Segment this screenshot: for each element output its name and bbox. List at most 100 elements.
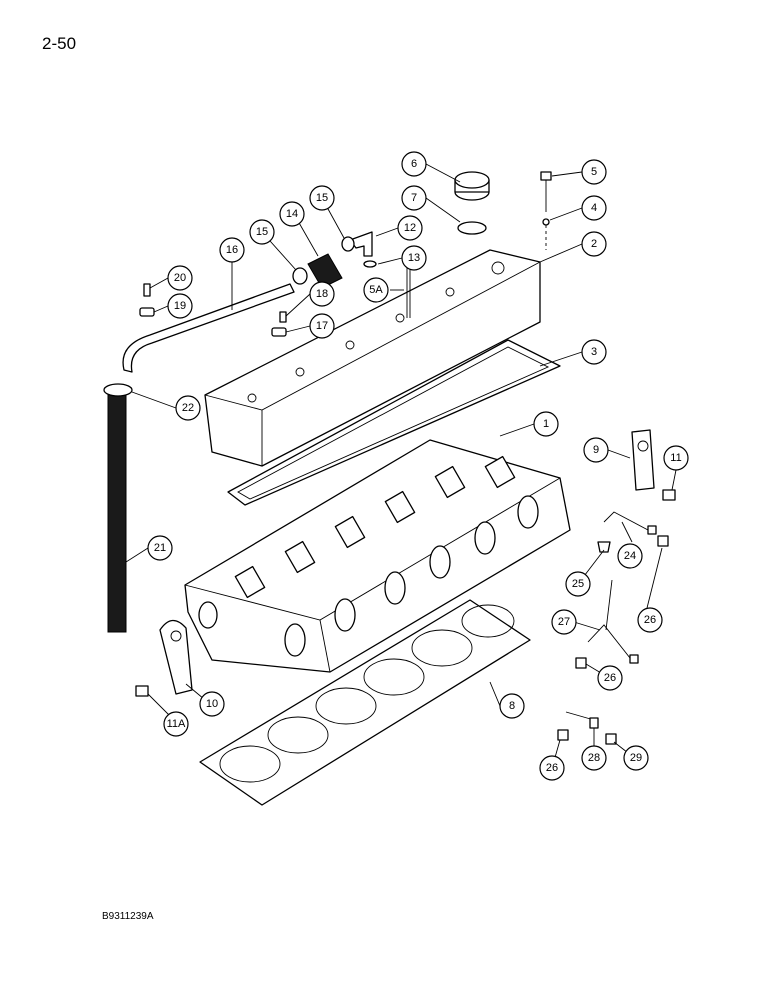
callout-25: 25 [565, 571, 591, 597]
callout-12: 12 [397, 215, 423, 241]
callout-7: 7 [401, 185, 427, 211]
svg-text:15: 15 [316, 192, 328, 204]
callout-26-middle: 26 [597, 665, 623, 691]
valve-cover-gasket [227, 339, 561, 506]
callout-4: 4 [581, 195, 607, 221]
breather-o-ring [363, 260, 377, 268]
callout-11a: 11A [163, 711, 189, 737]
cover-bolt [540, 171, 552, 212]
fitting-lower [557, 729, 569, 741]
svg-text:2: 2 [591, 238, 597, 250]
svg-text:26: 26 [546, 762, 558, 774]
callout-1: 1 [533, 411, 559, 437]
svg-text:5A: 5A [369, 284, 383, 296]
callout-2: 2 [581, 231, 607, 257]
svg-text:1: 1 [543, 418, 549, 430]
hose-clamp-lower [292, 267, 308, 285]
callout-17: 17 [309, 313, 335, 339]
cylinder-head [184, 439, 571, 673]
fuel-line-lower [565, 711, 599, 729]
bracket-clip [139, 307, 155, 317]
fuel-line-upper [603, 511, 657, 535]
svg-text:28: 28 [588, 752, 600, 764]
callout-14: 14 [279, 201, 305, 227]
svg-text:6: 6 [411, 158, 417, 170]
svg-text:11: 11 [670, 452, 681, 464]
callout-22: 22 [175, 395, 201, 421]
callout-9: 9 [583, 437, 609, 463]
valve-cover [204, 249, 541, 467]
svg-text:26: 26 [604, 672, 616, 684]
callout-26-upper: 26 [637, 607, 663, 633]
callout-10: 10 [199, 691, 225, 717]
gasket-bores [219, 604, 515, 783]
fuel-line-middle [587, 624, 639, 664]
callout-24: 24 [617, 543, 643, 569]
head-gasket [199, 599, 531, 806]
callout-11: 11 [663, 445, 689, 471]
callout-15-lower: 15 [249, 219, 275, 245]
svg-text:18: 18 [316, 288, 328, 300]
svg-text:12: 12 [404, 222, 416, 234]
callout-26-lower: 26 [539, 755, 565, 781]
svg-text:24: 24 [624, 550, 636, 562]
callout-28: 28 [581, 745, 607, 771]
filler-cap [454, 171, 490, 201]
fitting-upper [657, 535, 669, 547]
svg-text:7: 7 [411, 192, 417, 204]
svg-text:20: 20 [174, 272, 186, 284]
breather-elbow [349, 231, 373, 257]
callout-21: 21 [147, 535, 173, 561]
svg-text:25: 25 [572, 578, 584, 590]
svg-text:29: 29 [630, 752, 642, 764]
filler-cap-seal [457, 221, 487, 235]
hose-clamp-upper [341, 236, 355, 252]
svg-text:27: 27 [558, 616, 570, 628]
lifting-bracket-front [159, 619, 193, 695]
bracket-screw [143, 283, 151, 297]
rear-bracket-bolt [662, 489, 676, 501]
clip-screw [279, 311, 287, 323]
svg-text:17: 17 [316, 320, 328, 332]
callout-15-upper: 15 [309, 185, 335, 211]
callout-6: 6 [401, 151, 427, 177]
svg-text:21: 21 [154, 542, 166, 554]
svg-text:3: 3 [591, 346, 597, 358]
callout-18: 18 [309, 281, 335, 307]
callout-5a: 5A [363, 277, 389, 303]
svg-text:9: 9 [593, 444, 599, 456]
svg-text:10: 10 [206, 698, 218, 710]
callout-13: 13 [401, 245, 427, 271]
fitting-middle [575, 657, 587, 669]
figure-code: B9311239A [102, 911, 154, 922]
front-bracket-bolt [135, 685, 149, 697]
svg-text:4: 4 [591, 202, 597, 214]
callout-16: 16 [219, 237, 245, 263]
hose-clip [103, 383, 133, 397]
callout-27: 27 [551, 609, 577, 635]
page-number: 2-50 [42, 34, 77, 53]
drain-hose [107, 394, 127, 633]
callout-20: 20 [167, 265, 193, 291]
svg-text:13: 13 [408, 252, 420, 264]
svg-text:15: 15 [256, 226, 268, 238]
svg-text:8: 8 [509, 700, 515, 712]
bolt-washer [542, 218, 550, 226]
fitting-plug [605, 733, 617, 745]
svg-text:11A: 11A [167, 718, 186, 730]
lifting-bracket-rear [631, 429, 655, 491]
callout-29: 29 [623, 745, 649, 771]
fitting-small [597, 541, 611, 553]
svg-text:26: 26 [644, 614, 656, 626]
breather-tube [122, 283, 295, 373]
tube-clip [271, 327, 287, 337]
callout-19: 19 [167, 293, 193, 319]
svg-text:22: 22 [182, 402, 194, 414]
svg-text:14: 14 [286, 208, 298, 220]
breather-hose [307, 253, 343, 289]
svg-text:16: 16 [226, 244, 238, 256]
callout-5: 5 [581, 159, 607, 185]
callout-3: 3 [581, 339, 607, 365]
svg-text:5: 5 [591, 166, 597, 178]
